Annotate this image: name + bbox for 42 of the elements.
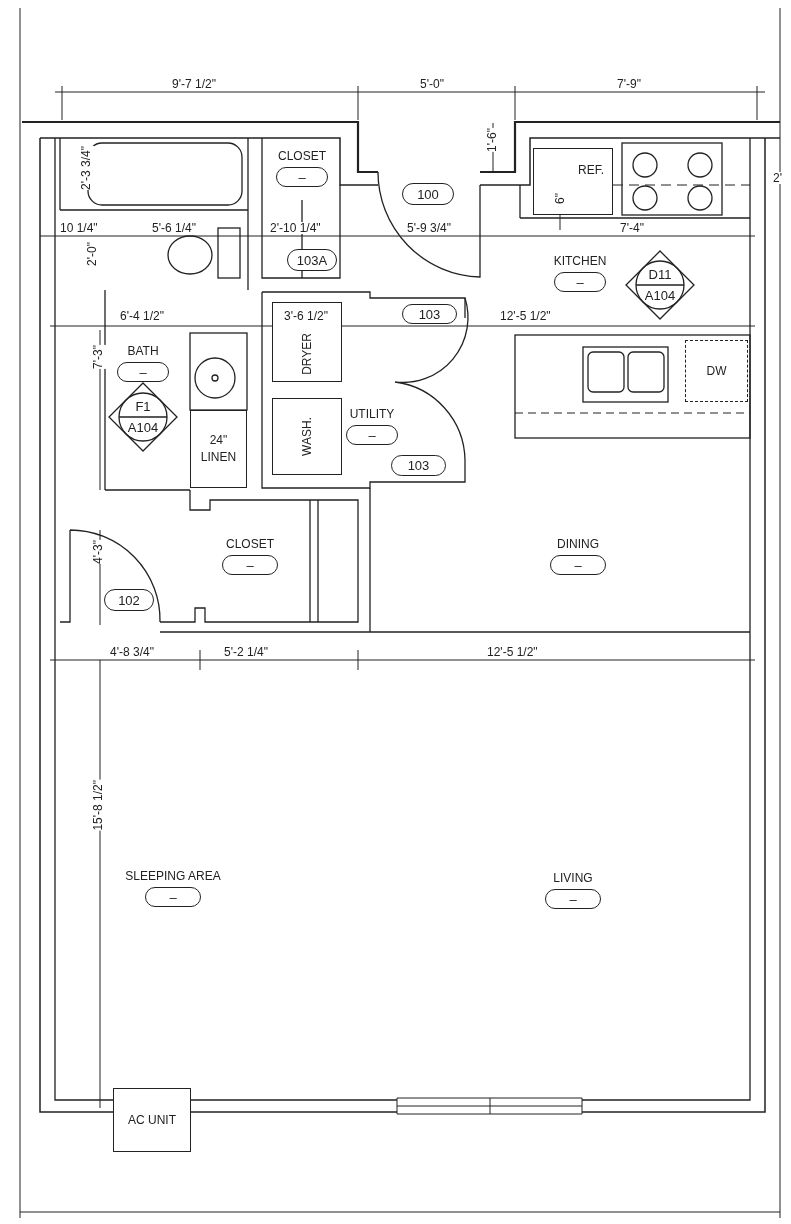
dimension-label: 5'-0"	[418, 78, 446, 90]
dimension-label: 9'-7 1/2"	[170, 78, 218, 90]
dimension-label: 2'-10 1/4"	[268, 222, 323, 234]
dimension-label: 12'-5 1/2"	[485, 646, 540, 658]
room-name: SLEEPING AREA	[125, 870, 221, 882]
room-name: CLOSET	[226, 538, 274, 550]
dimension-label: 7'-3"	[90, 345, 106, 369]
dimension-label: 7'-9"	[615, 78, 643, 90]
door-tag: 102	[104, 589, 154, 611]
dimension-label: 7'-4"	[618, 222, 646, 234]
room-tag: –	[117, 362, 169, 382]
dimension-label: 5'-2 1/4"	[222, 646, 270, 658]
dimension-label: 5'-9 3/4"	[405, 222, 453, 234]
door-tag: 103	[402, 304, 457, 324]
linen-closet-box: 24" LINEN	[190, 410, 247, 488]
room-name: LIVING	[553, 872, 593, 884]
room-name: CLOSET	[278, 150, 326, 162]
room-tag: –	[346, 425, 398, 445]
dishwasher-box: DW	[685, 340, 748, 402]
room-tag: –	[550, 555, 606, 575]
door-tag: 103A	[287, 249, 337, 271]
dimension-label: 12'-5 1/2"	[498, 310, 553, 322]
dimension-label: 6'-4 1/2"	[118, 310, 166, 322]
room-name: KITCHEN	[553, 255, 607, 267]
dimension-label: 3'-6 1/2"	[282, 310, 330, 322]
dimension-label: 10 1/4"	[58, 222, 100, 234]
door-tag: 103	[391, 455, 446, 476]
door-tag: 100	[402, 183, 454, 205]
room-tag: –	[145, 887, 201, 907]
ac-unit-box: AC UNIT	[113, 1088, 191, 1152]
dimension-label: 5'-6 1/4"	[150, 222, 198, 234]
room-name: BATH	[127, 345, 159, 357]
room-tag: –	[545, 889, 601, 909]
room-tag: –	[222, 555, 278, 575]
room-tag: –	[276, 167, 328, 187]
dimension-label: 4'-8 3/4"	[108, 646, 156, 658]
room-name: UTILITY	[349, 408, 395, 420]
room-tag: –	[554, 272, 606, 292]
room-name: DINING	[557, 538, 599, 550]
dimension-label: 2'-3 3/4"	[78, 146, 94, 190]
washer-box: WASH.	[272, 398, 342, 475]
dimension-label: 2'	[771, 172, 784, 184]
